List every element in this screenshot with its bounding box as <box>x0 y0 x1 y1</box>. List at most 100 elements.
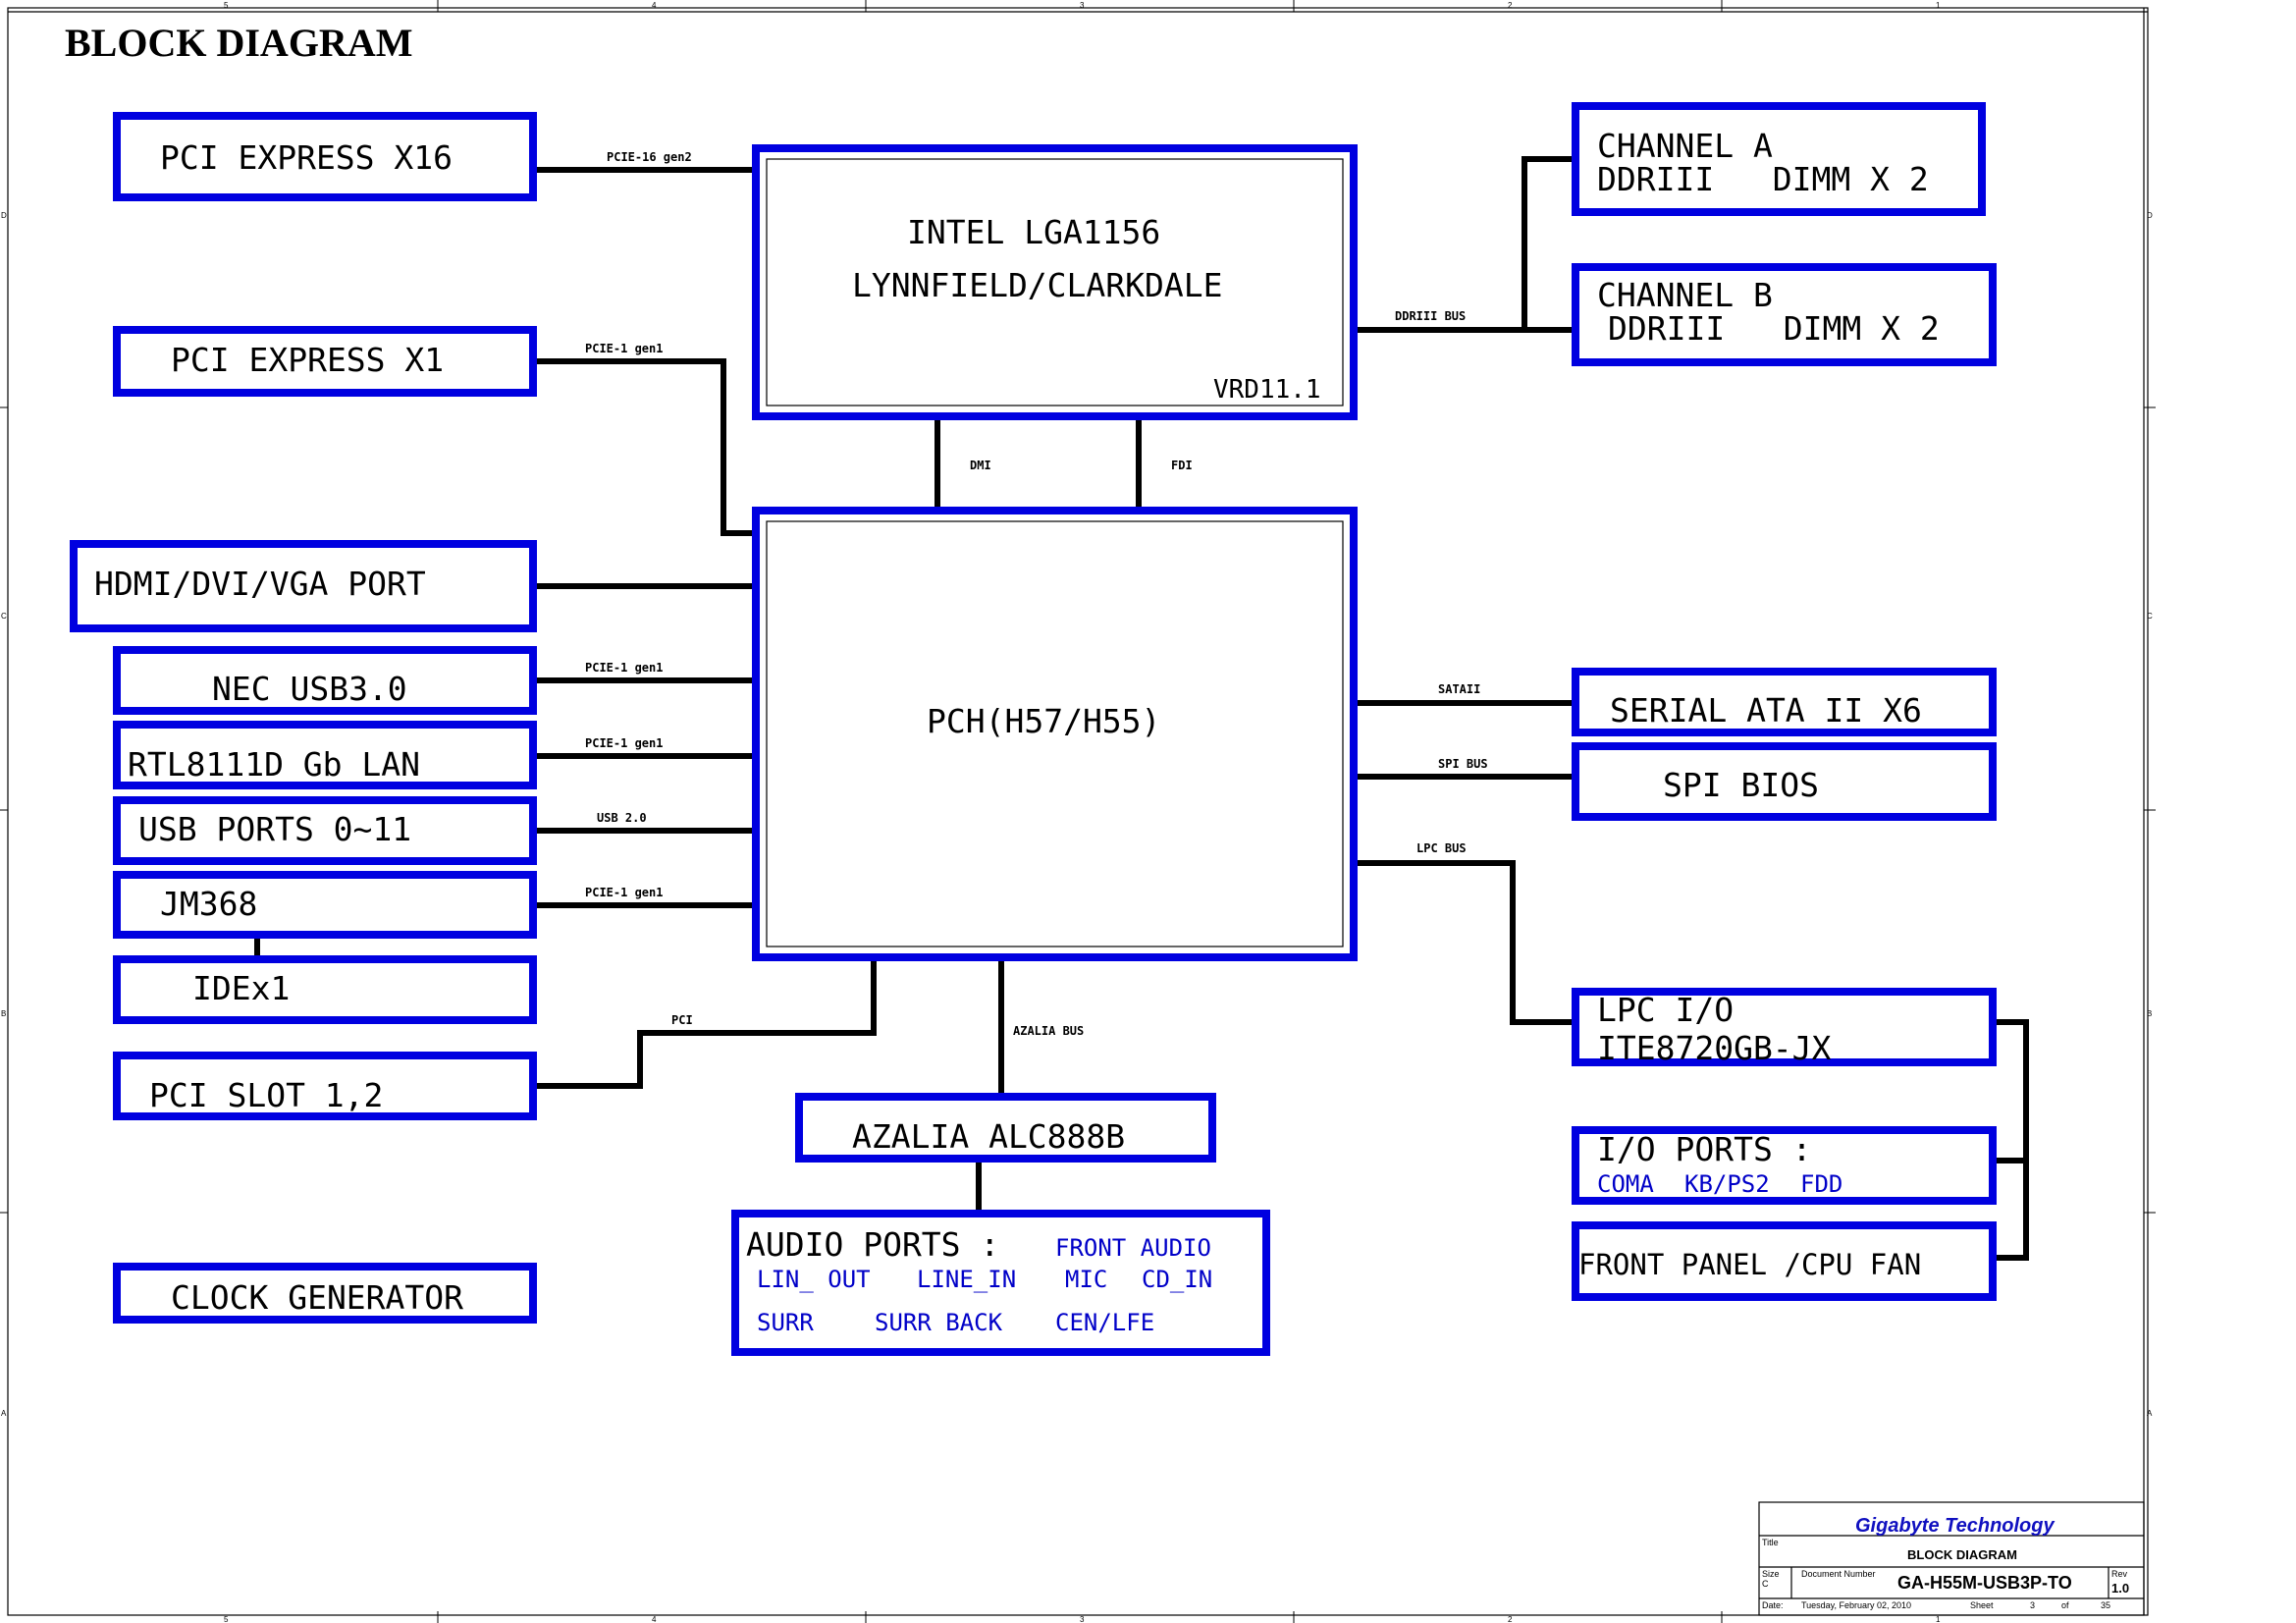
bus-label-pcie1-c: PCIE-1 gen1 <box>585 736 663 750</box>
col-mark-3-bottom: 3 <box>1080 1615 1085 1623</box>
title-block-date-label: Date: <box>1762 1600 1784 1610</box>
cpu-block: INTEL LGA1156 LYNNFIELD/CLARKDALE VRD11.… <box>752 144 1358 420</box>
audio-front-audio: FRONT AUDIO <box>1055 1234 1211 1262</box>
jm368-block: JM368 <box>113 871 537 939</box>
title-block-docnum-label: Document Number <box>1801 1569 1876 1579</box>
audio-line-in: LINE_IN <box>917 1266 1016 1293</box>
clock-generator-label: CLOCK GENERATOR <box>171 1278 463 1317</box>
row-mark-d: D <box>1 211 7 220</box>
front-panel-block: FRONT PANEL /CPU FAN <box>1572 1221 1997 1301</box>
col-mark-1-bottom: 1 <box>1936 1615 1941 1623</box>
title-block-of-label: of <box>2061 1600 2069 1610</box>
title-block-rev: 1.0 <box>2111 1581 2129 1596</box>
nec-usb-label: NEC USB3.0 <box>212 670 407 708</box>
wire-pcie-x1 <box>533 358 756 536</box>
bus-label-pcie1-b: PCIE-1 gen1 <box>585 661 663 675</box>
sata-block: SERIAL ATA II X6 <box>1572 668 1997 736</box>
title-block-title-label: Title <box>1762 1538 1779 1547</box>
cpu-label-2: LYNNFIELD/CLARKDALE <box>852 266 1223 304</box>
row-mark-c-right: C <box>2147 612 2153 621</box>
ide-label: IDEx1 <box>192 969 290 1007</box>
lpc-io-block: LPC I/O ITE8720GB-JX <box>1572 988 1997 1067</box>
col-mark-4: 4 <box>652 1 657 10</box>
channel-a-block: CHANNEL A DDRIII DIMM X 2 <box>1572 102 1986 216</box>
title-block: Gigabyte Technology Title BLOCK DIAGRAM … <box>1758 1501 2145 1616</box>
audio-surr: SURR <box>757 1309 814 1336</box>
bus-label-pcie1-d: PCIE-1 gen1 <box>585 886 663 899</box>
pcie-x16-block: PCI EXPRESS X16 <box>113 112 537 201</box>
wire-lpc-io-bus <box>1993 1019 2029 1261</box>
audio-cd-in: CD_IN <box>1142 1266 1212 1293</box>
row-mark-a: A <box>1 1409 7 1418</box>
audio-mic: MIC <box>1065 1266 1107 1293</box>
bus-label-pcie1-a: PCIE-1 gen1 <box>585 342 663 355</box>
pcie-x1-block: PCI EXPRESS X1 <box>113 326 537 397</box>
col-mark-3: 3 <box>1080 1 1085 10</box>
cpu-label-1: INTEL LGA1156 <box>907 213 1160 251</box>
io-ports-kbps2: KB/PS2 <box>1684 1170 1770 1198</box>
pci-slot-label: PCI SLOT 1,2 <box>149 1076 383 1114</box>
io-ports-label: I/O PORTS : <box>1597 1130 1812 1168</box>
audio-ports-header: AUDIO PORTS : <box>746 1225 999 1264</box>
channel-b-label-2: DDRIII DIMM X 2 <box>1608 309 1940 348</box>
title-block-company: Gigabyte Technology <box>1855 1515 2055 1537</box>
col-mark-4-bottom: 4 <box>652 1615 657 1623</box>
bus-label-lpc: LPC BUS <box>1416 841 1467 855</box>
row-mark-c: C <box>1 612 7 621</box>
hdmi-block: HDMI/DVI/VGA PORT <box>70 540 537 632</box>
wires <box>254 156 2029 1261</box>
bus-label-pcie16: PCIE-16 gen2 <box>607 150 692 164</box>
col-mark-2: 2 <box>1508 1 1513 10</box>
wire-pci-slot <box>533 957 877 1089</box>
sata-label: SERIAL ATA II X6 <box>1610 691 1922 730</box>
bus-labels: PCIE-16 gen2 PCIE-1 gen1 PCIE-1 gen1 PCI… <box>585 150 1488 1038</box>
title-block-date: Tuesday, February 02, 2010 <box>1801 1600 1911 1610</box>
row-mark-b-right: B <box>2147 1009 2152 1018</box>
col-mark-5-bottom: 5 <box>224 1615 229 1623</box>
bus-label-azalia: AZALIA BUS <box>1013 1024 1084 1038</box>
cpu-vrd-label: VRD11.1 <box>1213 375 1321 405</box>
col-mark-5: 5 <box>224 1 229 10</box>
lpc-io-label-2: ITE8720GB-JX <box>1597 1029 1832 1067</box>
pcie-x16-label: PCI EXPRESS X16 <box>160 138 453 177</box>
page-title: BLOCK DIAGRAM <box>65 21 412 65</box>
drawing-frame <box>7 7 2149 1616</box>
spi-bios-block: SPI BIOS <box>1572 742 1997 821</box>
bus-label-sata: SATAII <box>1438 682 1480 696</box>
border-zone-markers: 5 4 3 2 1 5 4 3 2 1 D C B A D C B A <box>0 0 2156 1623</box>
bus-label-usb2: USB 2.0 <box>597 811 647 825</box>
channel-a-label-1: CHANNEL A <box>1597 127 1773 165</box>
title-block-rev-label: Rev <box>2111 1569 2128 1579</box>
audio-cen-lfe: CEN/LFE <box>1055 1309 1154 1336</box>
io-ports-fdd: FDD <box>1800 1170 1842 1198</box>
wire-ddr3-a <box>1522 156 1575 330</box>
hdmi-label: HDMI/DVI/VGA PORT <box>94 565 426 603</box>
col-mark-1: 1 <box>1936 1 1941 10</box>
pci-slot-block: PCI SLOT 1,2 <box>113 1052 537 1120</box>
bus-label-dmi: DMI <box>970 459 991 472</box>
title-block-sheet: 3 <box>2030 1600 2035 1610</box>
channel-a-label-2: DDRIII DIMM X 2 <box>1597 160 1929 198</box>
row-mark-b: B <box>1 1009 6 1018</box>
title-block-total: 35 <box>2101 1600 2110 1610</box>
row-mark-d-right: D <box>2147 211 2153 220</box>
title-block-title: BLOCK DIAGRAM <box>1907 1547 2017 1562</box>
audio-lin-out: LIN_ OUT <box>757 1266 871 1293</box>
io-ports-coma: COMA <box>1597 1170 1654 1198</box>
audio-ports-block: AUDIO PORTS : FRONT AUDIO LIN_ OUT LINE_… <box>731 1210 1270 1356</box>
channel-b-block: CHANNEL B DDRIII DIMM X 2 <box>1572 263 1997 366</box>
ide-block: IDEx1 <box>113 955 537 1024</box>
pch-block: PCH(H57/H55) <box>752 507 1358 961</box>
front-panel-label: FRONT PANEL /CPU FAN <box>1578 1248 1921 1281</box>
io-ports-block: I/O PORTS : COMA KB/PS2 FDD <box>1572 1126 1997 1205</box>
title-block-size-label: Size <box>1762 1569 1780 1579</box>
channel-b-label-1: CHANNEL B <box>1597 276 1773 314</box>
audio-surr-back: SURR BACK <box>875 1309 1003 1336</box>
bus-label-pci: PCI <box>671 1013 693 1027</box>
row-mark-a-right: A <box>2147 1409 2153 1418</box>
bus-label-fdi: FDI <box>1171 459 1193 472</box>
rtl-lan-label: RTL8111D Gb LAN <box>128 745 420 784</box>
bus-label-spi: SPI BUS <box>1438 757 1488 771</box>
pcie-x1-label: PCI EXPRESS X1 <box>171 341 444 379</box>
col-mark-2-bottom: 2 <box>1508 1615 1513 1623</box>
